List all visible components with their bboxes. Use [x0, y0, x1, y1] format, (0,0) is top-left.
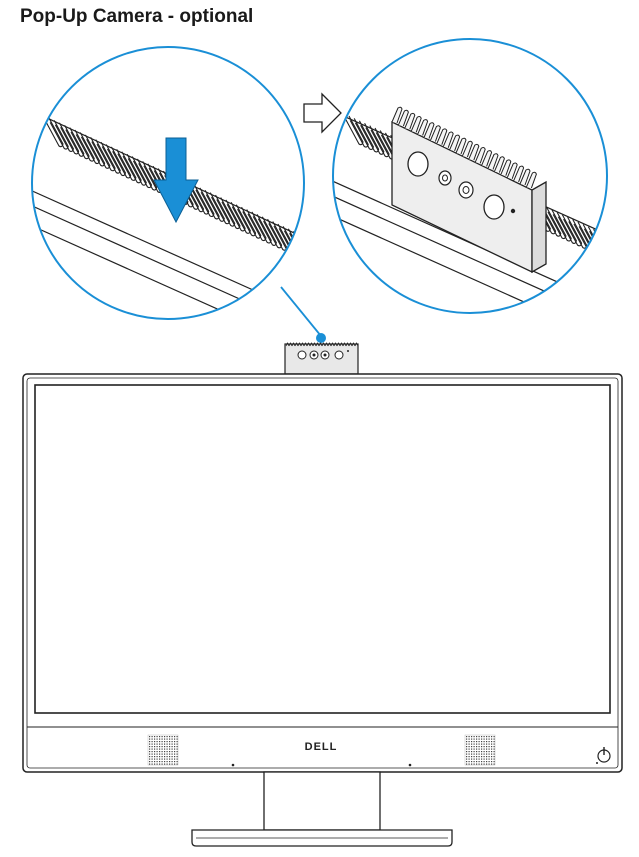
- camera-lens-icon: [458, 181, 474, 199]
- power-icon[interactable]: [596, 747, 611, 764]
- camera-lens-icon: [483, 194, 505, 220]
- speaker-grille: [464, 734, 496, 766]
- pop-up-camera: [284, 342, 359, 375]
- right-arrow-icon: [303, 92, 342, 134]
- camera-lens-icon: [438, 170, 452, 186]
- down-arrow-icon: [153, 137, 199, 224]
- monitor: DELL: [22, 342, 623, 773]
- camera-lens-icon: [407, 151, 429, 177]
- dell-logo: DELL: [305, 741, 338, 753]
- detail-circle-raised: [332, 38, 608, 314]
- speaker-grille: [147, 734, 179, 766]
- detail-circle-push: [31, 46, 305, 320]
- page-title: Pop-Up Camera - optional: [20, 6, 254, 27]
- monitor-stand: [191, 771, 453, 847]
- camera-module: [391, 106, 547, 274]
